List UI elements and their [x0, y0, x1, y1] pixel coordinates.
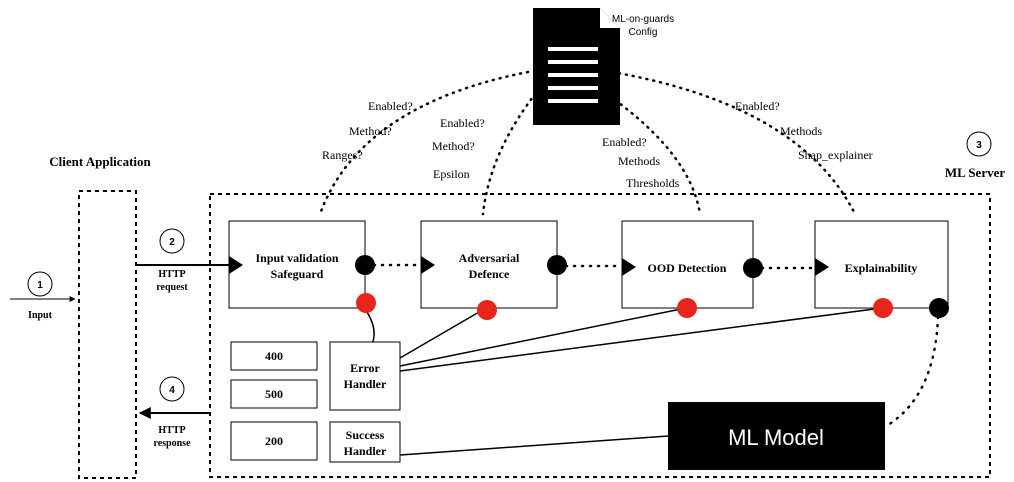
client-app-title: Client Application [49, 154, 151, 169]
success-handler-label-1: Success [346, 428, 385, 442]
config-link-explainability [610, 70, 857, 216]
stage-label-adversarial-1: Adversarial [459, 251, 520, 265]
code-box-500 [230, 379, 318, 409]
config-link-input-validation [318, 70, 530, 216]
marker-1: 1 [27, 271, 53, 297]
stage-label-adversarial-2: Defence [469, 267, 510, 281]
code-500: 500 [265, 387, 283, 401]
ml-model-box [668, 402, 885, 470]
http-response-label-2: response [153, 438, 191, 449]
param-exp-shap: Shap_explainer [798, 148, 873, 162]
ml-server-title: ML Server [945, 165, 1006, 180]
stage-input-validation [228, 220, 366, 309]
code-400: 400 [265, 349, 283, 363]
param-adv-enabled: Enabled? [440, 116, 485, 130]
error-dots [356, 293, 893, 320]
param-iv-enabled: Enabled? [368, 99, 413, 113]
param-ood-thresholds: Thresholds [626, 176, 680, 190]
param-adv-epsilon: Epsilon [433, 167, 470, 181]
config-title-line1: ML-on-guards [612, 14, 674, 25]
stage-label-explainability: Explainability [845, 261, 918, 275]
error-handler-label-1: Error [350, 361, 380, 375]
ml-server-container [209, 193, 991, 478]
success-connector [399, 435, 669, 456]
param-iv-ranges: Ranges? [322, 148, 363, 162]
marker-2: 2 [159, 228, 185, 254]
error-connectors [366, 307, 883, 372]
marker-4: 4 [159, 376, 185, 402]
config-link-adversarial [481, 86, 542, 216]
param-exp-methods: Methods [780, 124, 822, 138]
param-exp-enabled: Enabled? [735, 99, 780, 113]
param-adv-method: Method? [432, 139, 475, 153]
config-document-icon [533, 8, 620, 125]
ml-model-label: ML Model [728, 425, 824, 450]
http-request-label-1: HTTP [158, 269, 185, 280]
pass-connectors [372, 263, 940, 427]
stage-label-input-validation-2: Safeguard [271, 267, 324, 281]
marker-3: 3 [966, 131, 992, 157]
svg-text:3: 3 [976, 140, 982, 151]
stage-entry-triangles [229, 256, 829, 276]
config-title-line2: Config [629, 27, 658, 38]
param-ood-enabled: Enabled? [602, 135, 647, 149]
config-links [318, 70, 857, 216]
client-app-box [78, 190, 137, 479]
svg-text:1: 1 [37, 280, 43, 291]
code-box-200 [230, 421, 318, 461]
code-box-400 [230, 341, 318, 371]
input-label: Input [28, 310, 53, 321]
http-response-label-1: HTTP [158, 425, 185, 436]
svg-text:4: 4 [169, 385, 175, 396]
stage-label-input-validation-1: Input validation [255, 251, 338, 265]
error-handler-box [329, 341, 401, 411]
param-iv-method: Method? [349, 124, 392, 138]
svg-text:2: 2 [169, 237, 175, 248]
error-handler-label-2: Handler [344, 377, 387, 391]
code-200: 200 [265, 434, 283, 448]
stage-label-ood: OOD Detection [648, 261, 727, 275]
stage-explainability [814, 220, 949, 309]
http-request-label-2: request [156, 282, 188, 293]
param-ood-methods: Methods [618, 154, 660, 168]
pass-dots [355, 255, 949, 318]
success-handler-box [329, 421, 401, 463]
success-handler-label-2: Handler [344, 444, 387, 458]
